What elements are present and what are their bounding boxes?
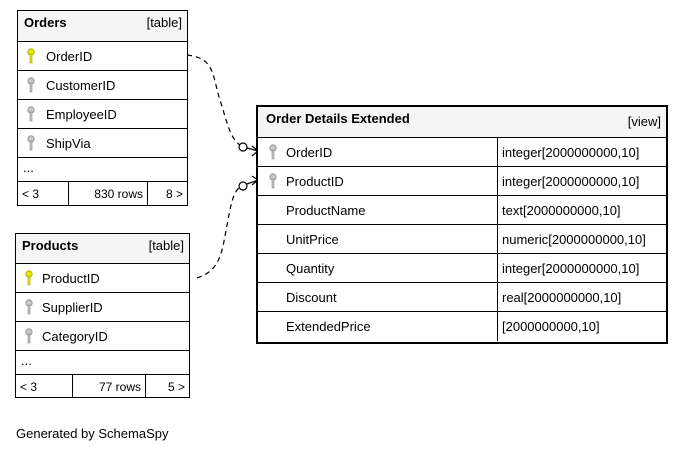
column-name: ProductID xyxy=(42,270,100,286)
column-row: EmployeeID xyxy=(18,100,187,129)
row-count: 77 rows xyxy=(72,375,146,398)
column-row: Discount real[2000000000,10] xyxy=(258,283,666,312)
optional-marker xyxy=(238,181,248,191)
foreign-key-icon xyxy=(27,135,35,151)
orders-orderid-relation xyxy=(186,54,244,148)
primary-key-icon xyxy=(27,48,35,64)
column-row: ProductID xyxy=(16,264,189,293)
column-row: OrderID integer[2000000000,10] xyxy=(258,138,666,167)
column-name: SupplierID xyxy=(42,299,103,315)
column-type: real[2000000000,10] xyxy=(497,283,666,311)
row-count: 830 rows xyxy=(68,182,148,206)
column-name: OrderID xyxy=(286,144,333,160)
orders-footer: < 3 830 rows 8 > xyxy=(18,182,187,206)
prev-link[interactable]: < 3 xyxy=(22,187,40,201)
generated-by-caption: Generated by SchemaSpy xyxy=(16,426,169,441)
column-row: CategoryID xyxy=(16,322,189,351)
foreign-key-icon xyxy=(269,173,277,189)
view-header: Order Details Extended [view] xyxy=(258,107,666,138)
column-name: CustomerID xyxy=(46,77,116,93)
next-link[interactable]: 8 > xyxy=(165,187,183,201)
column-row: OrderID xyxy=(18,42,187,71)
ellipsis: ... xyxy=(21,353,32,368)
table-kind: [table] xyxy=(146,15,182,30)
column-row: ExtendedPrice [2000000000,10] xyxy=(258,312,666,341)
table-name: Orders xyxy=(24,15,67,30)
column-row: SupplierID xyxy=(16,293,189,322)
products-header: Products [table] xyxy=(16,234,189,264)
column-row: ProductName text[2000000000,10] xyxy=(258,196,666,225)
products-footer: < 3 77 rows 5 > xyxy=(16,375,189,398)
foreign-key-icon xyxy=(269,144,277,160)
column-row: ProductID integer[2000000000,10] xyxy=(258,167,666,196)
primary-key-icon xyxy=(25,270,33,286)
orders-header: Orders [table] xyxy=(18,11,187,42)
column-type: [2000000000,10] xyxy=(497,312,666,341)
foreign-key-icon xyxy=(25,328,33,344)
column-type: integer[2000000000,10] xyxy=(497,167,666,195)
foreign-key-icon xyxy=(27,77,35,93)
column-row: Quantity integer[2000000000,10] xyxy=(258,254,666,283)
products-productid-relation xyxy=(196,185,244,279)
column-name: Discount xyxy=(286,289,337,305)
next-link[interactable]: 5 > xyxy=(167,379,185,394)
column-type: text[2000000000,10] xyxy=(497,196,666,224)
column-name: Quantity xyxy=(286,260,335,276)
prev-link[interactable]: < 3 xyxy=(20,379,38,394)
column-name: CategoryID xyxy=(42,328,108,344)
column-type: integer[2000000000,10] xyxy=(497,254,666,282)
column-name: EmployeeID xyxy=(46,106,117,122)
column-type: numeric[2000000000,10] xyxy=(497,225,666,253)
column-row: ShipVia xyxy=(18,129,187,158)
column-row: UnitPrice numeric[2000000000,10] xyxy=(258,225,666,254)
foreign-key-icon xyxy=(27,106,35,122)
table-kind: [view] xyxy=(627,114,661,129)
ellipsis: ... xyxy=(23,160,34,175)
orders-table[interactable]: Orders [table] OrderID CustomerID Employ… xyxy=(17,10,188,206)
more-columns: ... xyxy=(16,351,189,375)
column-name: ProductID xyxy=(286,173,344,189)
column-type: integer[2000000000,10] xyxy=(497,138,666,166)
order-details-extended-view[interactable]: Order Details Extended [view] OrderID in… xyxy=(256,105,668,344)
table-name: Products xyxy=(22,238,79,253)
column-name: UnitPrice xyxy=(286,231,339,247)
column-name: OrderID xyxy=(46,48,93,64)
more-columns: ... xyxy=(18,158,187,182)
column-row: CustomerID xyxy=(18,71,187,100)
foreign-key-icon xyxy=(25,299,33,315)
column-name: ExtendedPrice xyxy=(286,319,371,334)
table-name: Order Details Extended xyxy=(266,111,410,126)
column-name: ShipVia xyxy=(46,135,91,151)
optional-marker xyxy=(238,142,248,152)
column-name: ProductName xyxy=(286,202,366,218)
products-table[interactable]: Products [table] ProductID SupplierID Ca… xyxy=(15,233,190,398)
table-kind: [table] xyxy=(148,238,184,253)
